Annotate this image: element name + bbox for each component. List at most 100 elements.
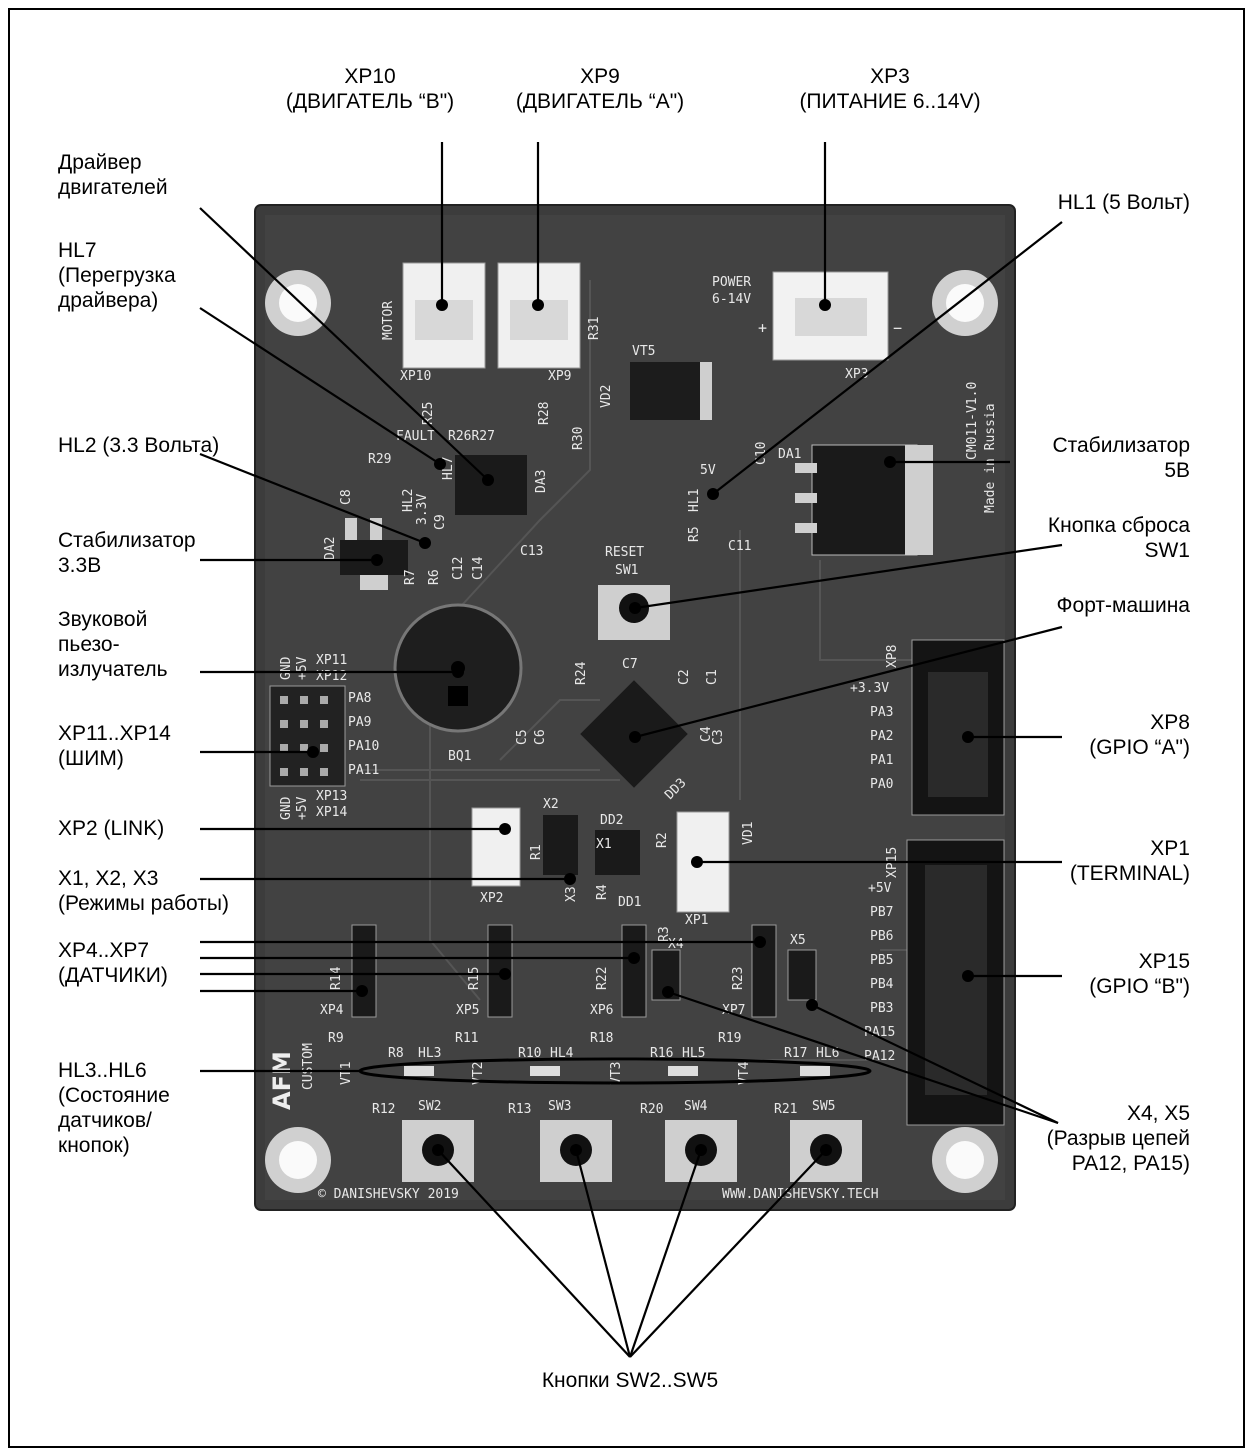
silk-version: CM011-V1.0 bbox=[965, 382, 980, 460]
silk-da3: DA3 bbox=[534, 470, 549, 493]
silk-xp15-pb7: PB7 bbox=[870, 905, 893, 920]
label-hl7: HL7 (Перегрузка драйвера) bbox=[58, 238, 176, 313]
silk-vd1: VD1 bbox=[741, 822, 756, 845]
silk-pa10: PA10 bbox=[348, 739, 379, 754]
silk-r11: R11 bbox=[455, 1031, 478, 1046]
silk-xp10: XP10 bbox=[400, 369, 431, 384]
label-x45-desc2: PA12, PA15) bbox=[980, 1151, 1190, 1176]
silk-c2: C2 bbox=[677, 669, 692, 685]
silk-5v-top: +5V bbox=[295, 656, 310, 680]
silk-xp8-33v: +3.3V bbox=[850, 681, 889, 696]
silk-pa8: PA8 bbox=[348, 691, 371, 706]
silk-r26r27: R26R27 bbox=[448, 429, 495, 444]
label-xp15-desc: (GPIO “B") bbox=[1000, 974, 1190, 999]
silk-xp8: XP8 bbox=[885, 645, 900, 668]
silk-r24: R24 bbox=[574, 661, 589, 685]
label-hl3-6: HL3..HL6 (Состояние датчиков/ кнопок) bbox=[58, 1058, 170, 1158]
silk-xp14: XP14 bbox=[316, 805, 347, 820]
silk-gnd-bottom: GND bbox=[279, 796, 294, 820]
label-xp9-title: XP9 bbox=[480, 64, 720, 89]
label-hl2: HL2 (3.3 Вольта) bbox=[58, 433, 219, 458]
jumper-x5 bbox=[788, 950, 816, 1000]
silk-x5: X5 bbox=[790, 933, 806, 948]
label-stab33-line2: 3.3В bbox=[58, 553, 196, 578]
label-xp2: XP2 (LINK) bbox=[58, 816, 164, 841]
label-motor-driver: Драйвер двигателей bbox=[58, 150, 168, 200]
silk-xp1: XP1 bbox=[685, 913, 708, 928]
label-hl2-title: HL2 (3.3 Вольта) bbox=[58, 433, 219, 458]
silk-c9: C9 bbox=[433, 514, 448, 530]
silk-vd2: VD2 bbox=[599, 385, 614, 408]
silk-xp11: XP11 bbox=[316, 653, 347, 668]
silk-r8: R8 bbox=[388, 1046, 404, 1061]
silk-c7: C7 bbox=[622, 657, 638, 672]
silk-power: POWER bbox=[712, 275, 751, 290]
silk-r31: R31 bbox=[587, 317, 602, 340]
silk-sw2: SW2 bbox=[418, 1099, 441, 1114]
label-hl3-6-line4: кнопок) bbox=[58, 1133, 170, 1158]
label-x123-title: X1, X2, X3 bbox=[58, 866, 229, 891]
silk-c12: C12 bbox=[451, 557, 466, 580]
connector-xp2 bbox=[472, 808, 520, 886]
silk-x3: X3 bbox=[564, 886, 579, 902]
silk-5v: 5V bbox=[700, 463, 716, 478]
label-stab33: Стабилизатор 3.3В bbox=[58, 528, 196, 578]
silk-xp2: XP2 bbox=[480, 891, 503, 906]
silk-xp13: XP13 bbox=[316, 789, 347, 804]
silk-da2: DA2 bbox=[323, 537, 338, 560]
silk-minus: − bbox=[893, 319, 902, 337]
label-xp10-title: XP10 bbox=[240, 64, 500, 89]
silk-r30: R30 bbox=[571, 427, 586, 450]
silk-r22: R22 bbox=[595, 967, 610, 990]
transistor-vt5 bbox=[630, 362, 712, 420]
silk-r7: R7 bbox=[403, 569, 418, 585]
label-buzzer: Звуковой пьезо- излучатель bbox=[58, 607, 168, 682]
silk-xp8-pa1: PA1 bbox=[870, 753, 893, 768]
label-stab5-line1: Стабилизатор bbox=[980, 433, 1190, 458]
silk-xp4: XP4 bbox=[320, 1003, 344, 1018]
silk-fault: FAULT bbox=[396, 429, 435, 444]
silk-vt5: VT5 bbox=[632, 344, 655, 359]
silk-r21: R21 bbox=[774, 1102, 797, 1117]
label-buttons-title: Кнопки SW2..SW5 bbox=[480, 1368, 780, 1393]
silk-c1: C1 bbox=[705, 669, 720, 685]
silk-dd1: DD1 bbox=[618, 895, 641, 910]
silk-copyright: © DANISHEVSKY 2019 bbox=[318, 1187, 459, 1202]
label-hl7-desc1: (Перегрузка bbox=[58, 263, 176, 288]
silk-xp15-pb6: PB6 bbox=[870, 929, 893, 944]
label-x123: X1, X2, X3 (Режимы работы) bbox=[58, 866, 229, 916]
label-xp2-title: XP2 (LINK) bbox=[58, 816, 164, 841]
silk-afm: AFM bbox=[268, 1051, 296, 1110]
label-xp8: XP8 (GPIO “A") bbox=[1000, 710, 1190, 760]
label-xp10: XP10 (ДВИГАТЕЛЬ “B") bbox=[240, 64, 500, 114]
label-xp15-title: XP15 bbox=[1000, 949, 1190, 974]
silk-reset: RESET bbox=[605, 545, 644, 560]
silk-r17: R17 bbox=[784, 1046, 807, 1061]
silk-r18: R18 bbox=[590, 1031, 613, 1046]
label-hl3-6-title: HL3..HL6 bbox=[58, 1058, 170, 1083]
label-xp1-desc: (TERMINAL) bbox=[1000, 861, 1190, 886]
silk-gnd-top: GND bbox=[279, 656, 294, 680]
label-stab33-line1: Стабилизатор bbox=[58, 528, 196, 553]
silk-xp8-pa2: PA2 bbox=[870, 729, 893, 744]
label-hl1: HL1 (5 Вольт) bbox=[960, 190, 1190, 215]
label-x45-desc1: (Разрыв цепей bbox=[980, 1126, 1190, 1151]
silk-r2: R2 bbox=[655, 832, 670, 848]
silk-pa9: PA9 bbox=[348, 715, 371, 730]
label-xp4-7: XP4..XP7 (ДАТЧИКИ) bbox=[58, 938, 168, 988]
label-x123-desc: (Режимы работы) bbox=[58, 891, 229, 916]
label-xp3-desc: (ПИТАНИЕ 6..14V) bbox=[770, 89, 1010, 114]
label-fort: Форт-машина bbox=[980, 593, 1190, 618]
label-motor-driver-line1: Драйвер bbox=[58, 150, 168, 175]
silk-xp5: XP5 bbox=[456, 1003, 479, 1018]
label-xp8-desc: (GPIO “A") bbox=[1000, 735, 1190, 760]
silk-x4: X4 bbox=[668, 937, 684, 952]
label-reset-line1: Кнопка сброса bbox=[960, 513, 1190, 538]
silk-sw1: SW1 bbox=[615, 563, 638, 578]
label-fort-title: Форт-машина bbox=[980, 593, 1190, 618]
label-buzzer-line3: излучатель bbox=[58, 657, 168, 682]
silk-r4: R4 bbox=[595, 884, 610, 900]
silk-sw4: SW4 bbox=[684, 1099, 708, 1114]
label-xp9: XP9 (ДВИГАТЕЛЬ “A") bbox=[480, 64, 720, 114]
silk-r9: R9 bbox=[328, 1031, 344, 1046]
